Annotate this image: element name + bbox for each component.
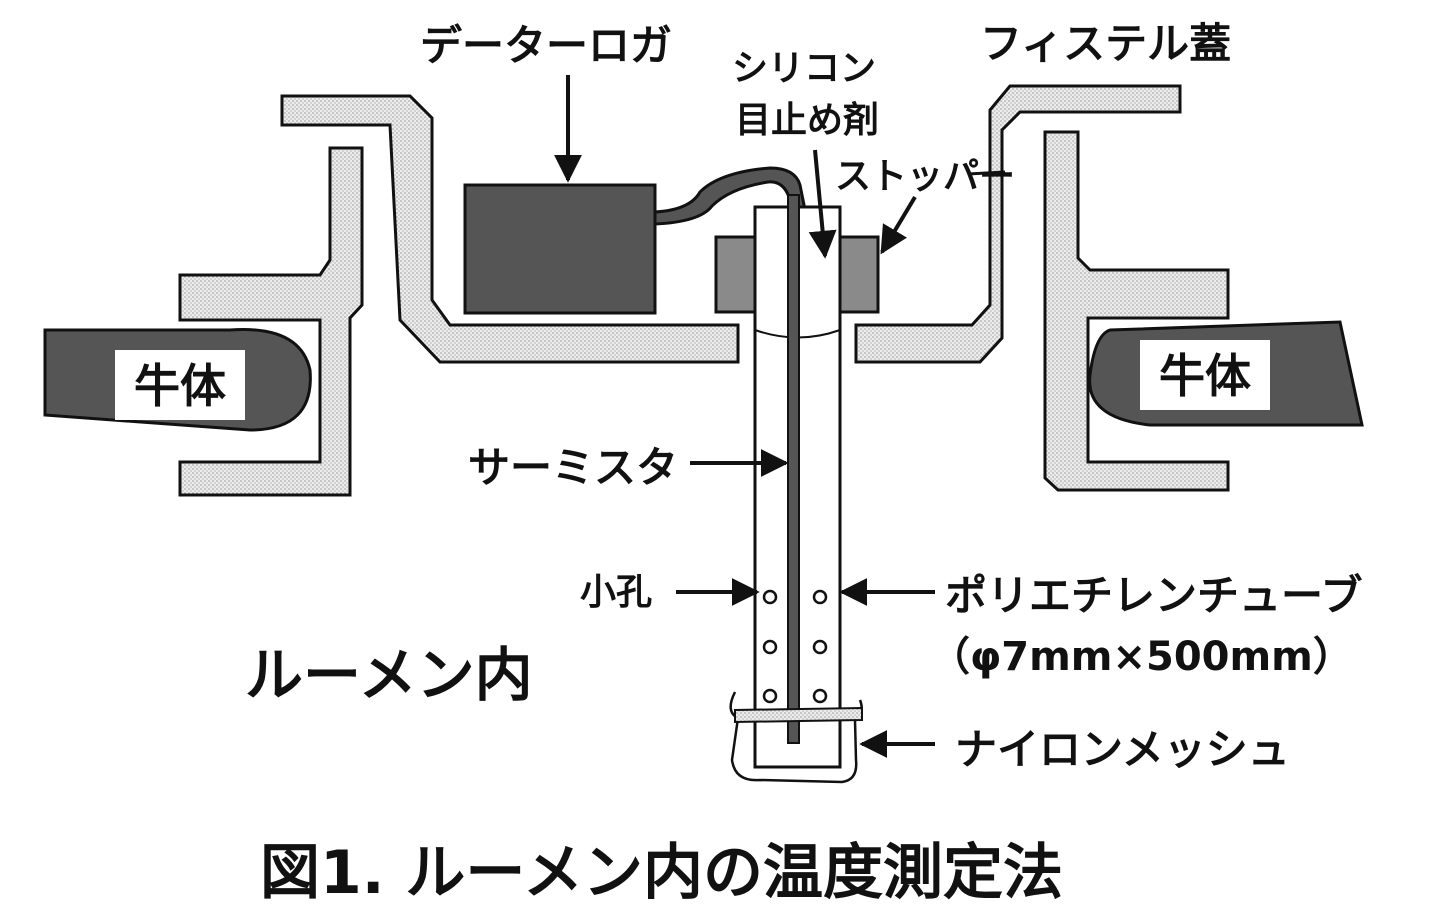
hole — [762, 688, 778, 704]
hole — [762, 639, 778, 655]
label-nylon-mesh: ナイロンメッシュ — [955, 725, 1290, 774]
small-holes — [762, 589, 828, 704]
thermistor-rod — [787, 194, 800, 744]
label-stopper: ストッパー — [835, 156, 1015, 197]
label-fistula-lid: フィステル蓋 — [980, 19, 1231, 68]
label-rumen-inside: ルーメン内 — [245, 641, 533, 709]
label-tube: ポリエチレンチューブ — [945, 571, 1362, 620]
label-sealant: 目止め剤 — [735, 100, 879, 141]
cow-body-right-label-bg — [1140, 340, 1270, 410]
label-data-logger: データーロガ — [420, 21, 672, 70]
arrow-stopper — [880, 195, 917, 255]
hole — [762, 589, 778, 605]
left-lid-arm — [280, 94, 740, 364]
hole — [812, 688, 828, 704]
mesh-tie — [734, 706, 863, 724]
hole — [812, 639, 828, 655]
label-thermistor: サーミスタ — [468, 443, 678, 492]
stopper-right — [838, 235, 880, 314]
stopper-left — [714, 235, 758, 314]
fistula-lid-pointer — [967, 170, 1006, 176]
label-tube-size: （φ7mm×500mm） — [930, 634, 1353, 680]
data-logger-box — [463, 183, 657, 315]
figure-caption: 図1. ルーメン内の温度測定法 — [260, 838, 1063, 908]
right-lid-arm — [854, 84, 1182, 364]
arrow-silicone — [808, 149, 837, 259]
right-cannula-outer — [1043, 130, 1230, 492]
label-small-hole: 小孔 — [580, 572, 652, 613]
cow-body-right-label: 牛体 — [1159, 349, 1251, 403]
left-cannula-outer — [178, 146, 364, 497]
hole — [812, 589, 828, 605]
cow-body-left-label-bg — [115, 350, 245, 420]
cow-body-left-label: 牛体 — [134, 359, 226, 413]
right-cannula — [854, 84, 1230, 492]
left-cannula — [178, 94, 740, 497]
label-silicone: シリコン — [732, 48, 876, 89]
